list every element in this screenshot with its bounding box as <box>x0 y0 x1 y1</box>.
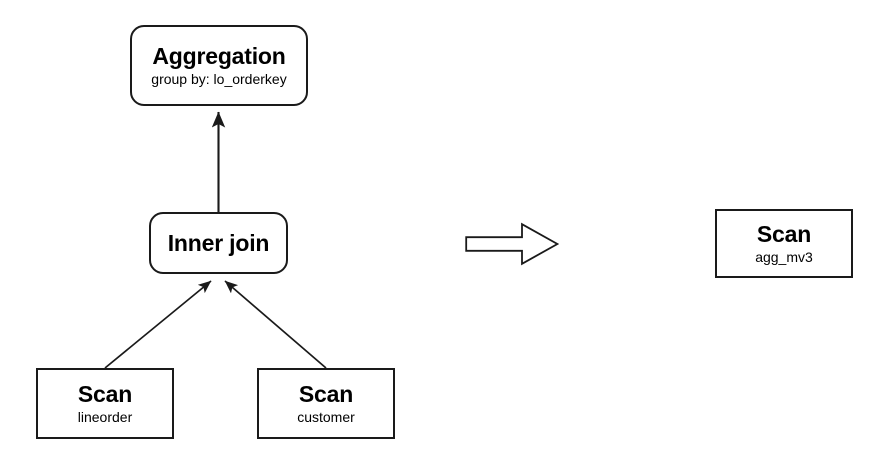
plan-node-inner-join[interactable]: Inner join <box>149 212 288 274</box>
node-title: Inner join <box>167 229 270 256</box>
plan-node-scan-lineorder[interactable]: Scan lineorder <box>36 368 174 439</box>
plan-node-aggregation[interactable]: Aggregation group by: lo_orderkey <box>130 25 308 106</box>
node-subtitle: customer <box>297 409 355 426</box>
node-title: Aggregation <box>152 42 286 69</box>
plan-node-scan-agg-mv3[interactable]: Scan agg_mv3 <box>715 209 853 278</box>
node-subtitle: group by: lo_orderkey <box>151 71 287 88</box>
right-block-arrow-icon <box>465 222 559 266</box>
node-subtitle: agg_mv3 <box>755 249 813 266</box>
node-title: Scan <box>756 220 812 247</box>
node-subtitle: lineorder <box>77 409 133 426</box>
edge-scan-customer-to-innerjoin <box>224 280 327 369</box>
plan-node-scan-customer[interactable]: Scan customer <box>257 368 395 439</box>
node-title: Scan <box>77 380 133 407</box>
edge-scan-lineorder-to-innerjoin <box>104 280 212 369</box>
node-title: Scan <box>298 380 354 407</box>
